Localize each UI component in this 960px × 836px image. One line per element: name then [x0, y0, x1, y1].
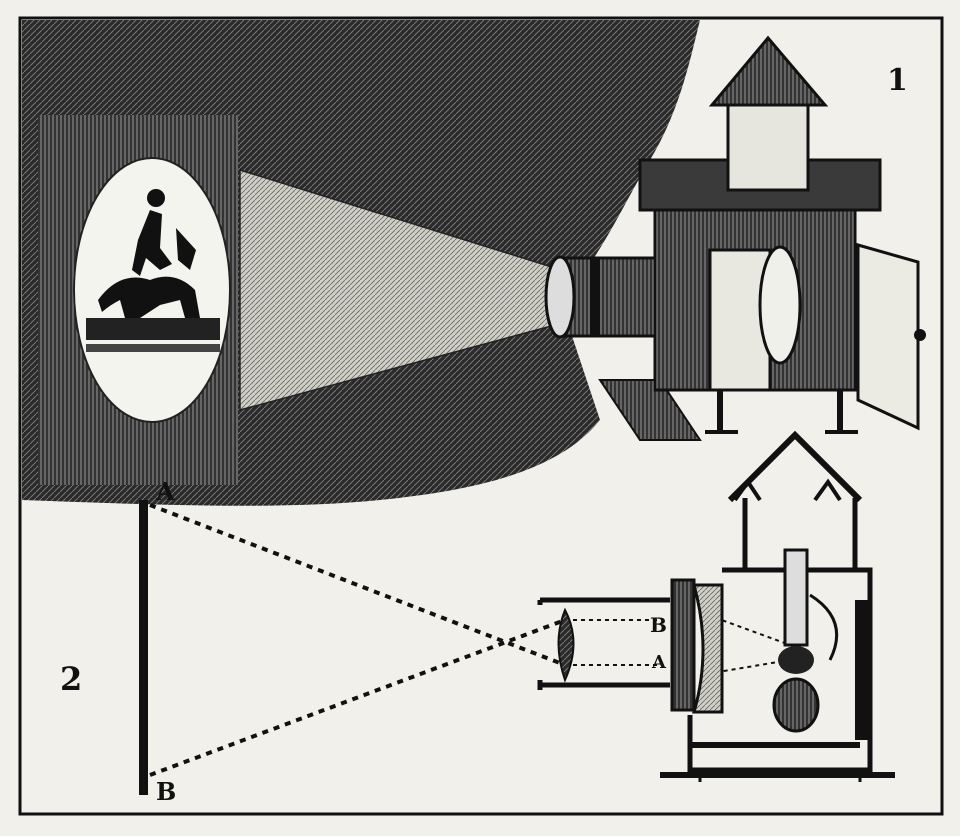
ray-a: [149, 503, 566, 667]
outer-frame: [18, 16, 944, 816]
lamp-housing: [660, 430, 895, 782]
figure-1-projection-scene: [22, 20, 926, 506]
screen-point-bottom-label: B: [156, 777, 176, 806]
screen-bar: [139, 500, 148, 795]
lantern-door: [856, 243, 920, 431]
magic-lantern-body: [598, 35, 926, 441]
objective-lens: [557, 607, 575, 683]
figure-number-2: 2: [60, 660, 82, 698]
lantern-chimney: [726, 103, 810, 192]
objective-tube: [537, 597, 670, 690]
oil-lamp: [772, 548, 839, 733]
horse-and-rider-image: [86, 189, 220, 352]
ray-b: [149, 618, 566, 777]
figure-number-1: 1: [887, 63, 908, 98]
condenser-lens: [692, 583, 724, 714]
screen-point-top-label: A: [155, 477, 175, 506]
slide-holder: [670, 578, 696, 712]
lamp-reservoir: [772, 677, 820, 733]
slide-point-lower-label: A: [651, 652, 667, 673]
figure-2-optical-diagram: [139, 430, 895, 795]
chimney-cap: [708, 35, 829, 107]
lamp-chimney: [783, 548, 809, 647]
slide-point-upper-label: B: [650, 613, 667, 637]
reflector-back: [855, 600, 869, 740]
